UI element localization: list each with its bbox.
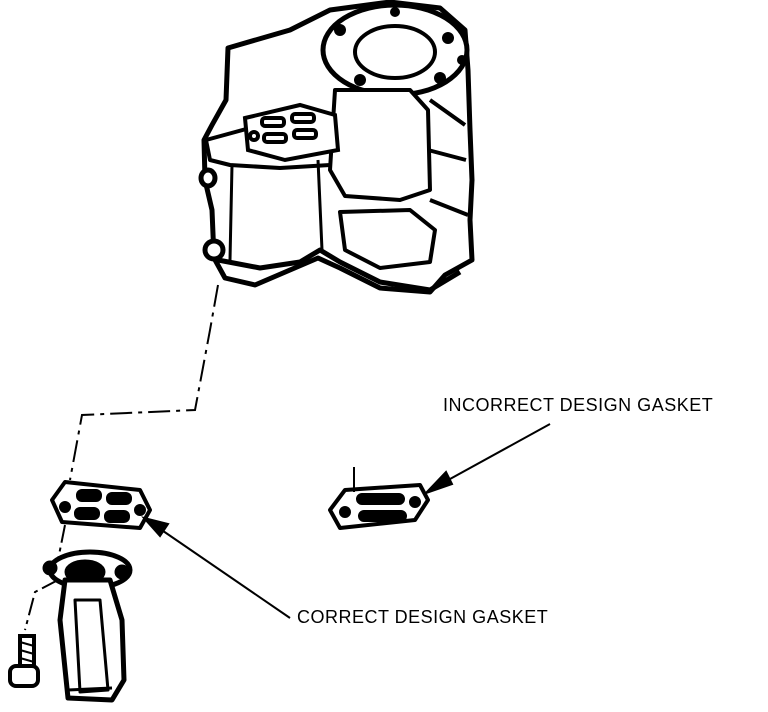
- mounting-bolt: [8, 634, 40, 688]
- arrow-head-correct: [141, 516, 170, 538]
- transmission-housing: [198, 0, 475, 295]
- filter-tube-leader-line: [24, 524, 66, 631]
- filter-tube-assembly: [42, 549, 133, 703]
- incorrect-gasket-label: INCORRECT DESIGN GASKET: [443, 395, 714, 415]
- correct-design-gasket: [50, 480, 152, 530]
- incorrect-design-gasket: [328, 483, 430, 530]
- arrow-head-incorrect: [425, 470, 454, 494]
- housing-gasket-pad: [242, 102, 341, 163]
- assembly-leader-line: [69, 284, 219, 481]
- callout-arrows: [141, 423, 551, 619]
- correct-gasket-label: CORRECT DESIGN GASKET: [297, 607, 549, 627]
- arrow-to-correct-gasket: [149, 521, 291, 619]
- bore-bolt-holes: [334, 7, 467, 86]
